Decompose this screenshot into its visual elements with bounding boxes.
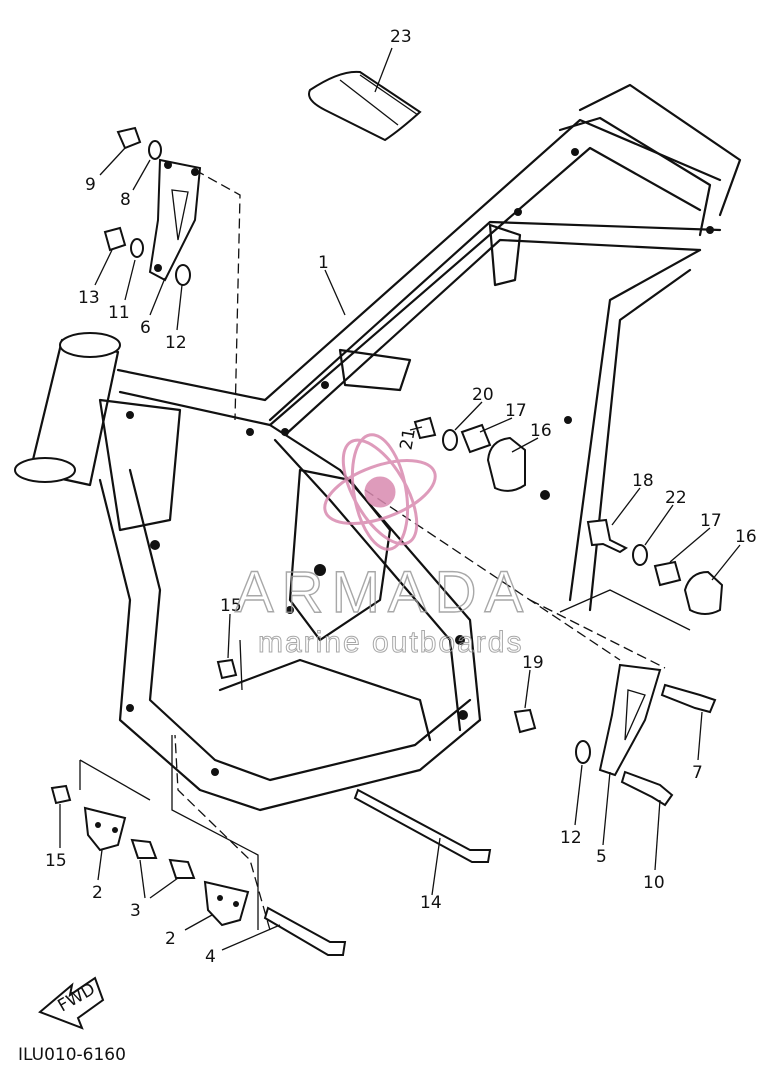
part-8-washer — [148, 140, 162, 160]
part-9-bolt — [116, 126, 142, 150]
callout: 18 — [632, 471, 654, 491]
part-2-plate-lower — [203, 880, 250, 927]
callout: 20 — [472, 385, 494, 405]
part-6-engine-bracket — [148, 158, 202, 282]
callout: 2 — [92, 883, 103, 903]
part-11-washer — [130, 238, 144, 258]
leader-lines — [59, 47, 741, 951]
armada-logo-icon — [323, 433, 437, 551]
callout: 8 — [120, 190, 131, 210]
part-12-washer-upper — [175, 264, 191, 286]
watermark-brand: ARMADA — [235, 560, 531, 625]
part-3-bolt-a — [130, 838, 158, 859]
callout: 17 — [700, 511, 722, 531]
part-16-damper-right — [683, 570, 724, 615]
callout: 2 — [165, 929, 176, 949]
part-5-engine-bracket — [598, 663, 662, 777]
callout: 9 — [85, 175, 96, 195]
callout: 16 — [735, 527, 757, 547]
callout: 16 — [530, 421, 552, 441]
part-17-collar-upper — [460, 423, 492, 454]
part-15-nut-lower — [50, 784, 72, 805]
part-22-washer — [632, 544, 648, 566]
part-7-bolt — [660, 683, 717, 714]
callout: 15 — [220, 596, 242, 616]
callout: 22 — [665, 488, 687, 508]
part-16-damper-upper — [486, 436, 526, 492]
part-20-washer — [442, 429, 458, 451]
callout: 13 — [78, 288, 100, 308]
part-13-nut — [103, 226, 127, 252]
part-3-bolt-b — [168, 858, 196, 879]
watermark-tagline: marine outboards — [258, 626, 523, 659]
callout: 3 — [130, 901, 141, 921]
part-4-bolt — [263, 906, 347, 956]
callout: 12 — [165, 333, 187, 353]
callout: 1 — [318, 253, 329, 273]
part-21-bolt — [413, 416, 437, 440]
callout: 23 — [390, 27, 412, 47]
part-10-bolt — [620, 770, 674, 807]
callout: 11 — [108, 303, 130, 323]
callout: 5 — [596, 847, 607, 867]
part-18-bolt — [586, 518, 628, 554]
part-15-nut-mid — [216, 658, 238, 680]
part-23-frame-cover — [308, 70, 422, 142]
callout: 4 — [205, 947, 216, 967]
part-2-plate-upper — [83, 806, 127, 852]
callout: 19 — [522, 653, 544, 673]
callout: 14 — [420, 893, 442, 913]
callout: 15 — [45, 851, 67, 871]
callout: 21 — [396, 427, 419, 452]
part-14-long-bolt — [353, 788, 492, 863]
callout: 7 — [692, 763, 703, 783]
part-17-collar-right — [653, 560, 682, 587]
callout: 6 — [140, 318, 151, 338]
armada-watermark: ARMADA marine outboards — [234, 433, 531, 660]
drawing-code: ILU010-6160 — [18, 1045, 126, 1065]
fwd-arrow-icon: FWD — [38, 976, 105, 1030]
callout: 17 — [505, 401, 527, 421]
callout: 12 — [560, 828, 582, 848]
callout: 10 — [643, 873, 665, 893]
part-19-nut — [513, 708, 537, 734]
callout-labels: 23 9 8 13 11 6 12 1 20 17 16 21 18 22 17… — [45, 27, 757, 967]
part-12-washer-right — [575, 740, 591, 764]
